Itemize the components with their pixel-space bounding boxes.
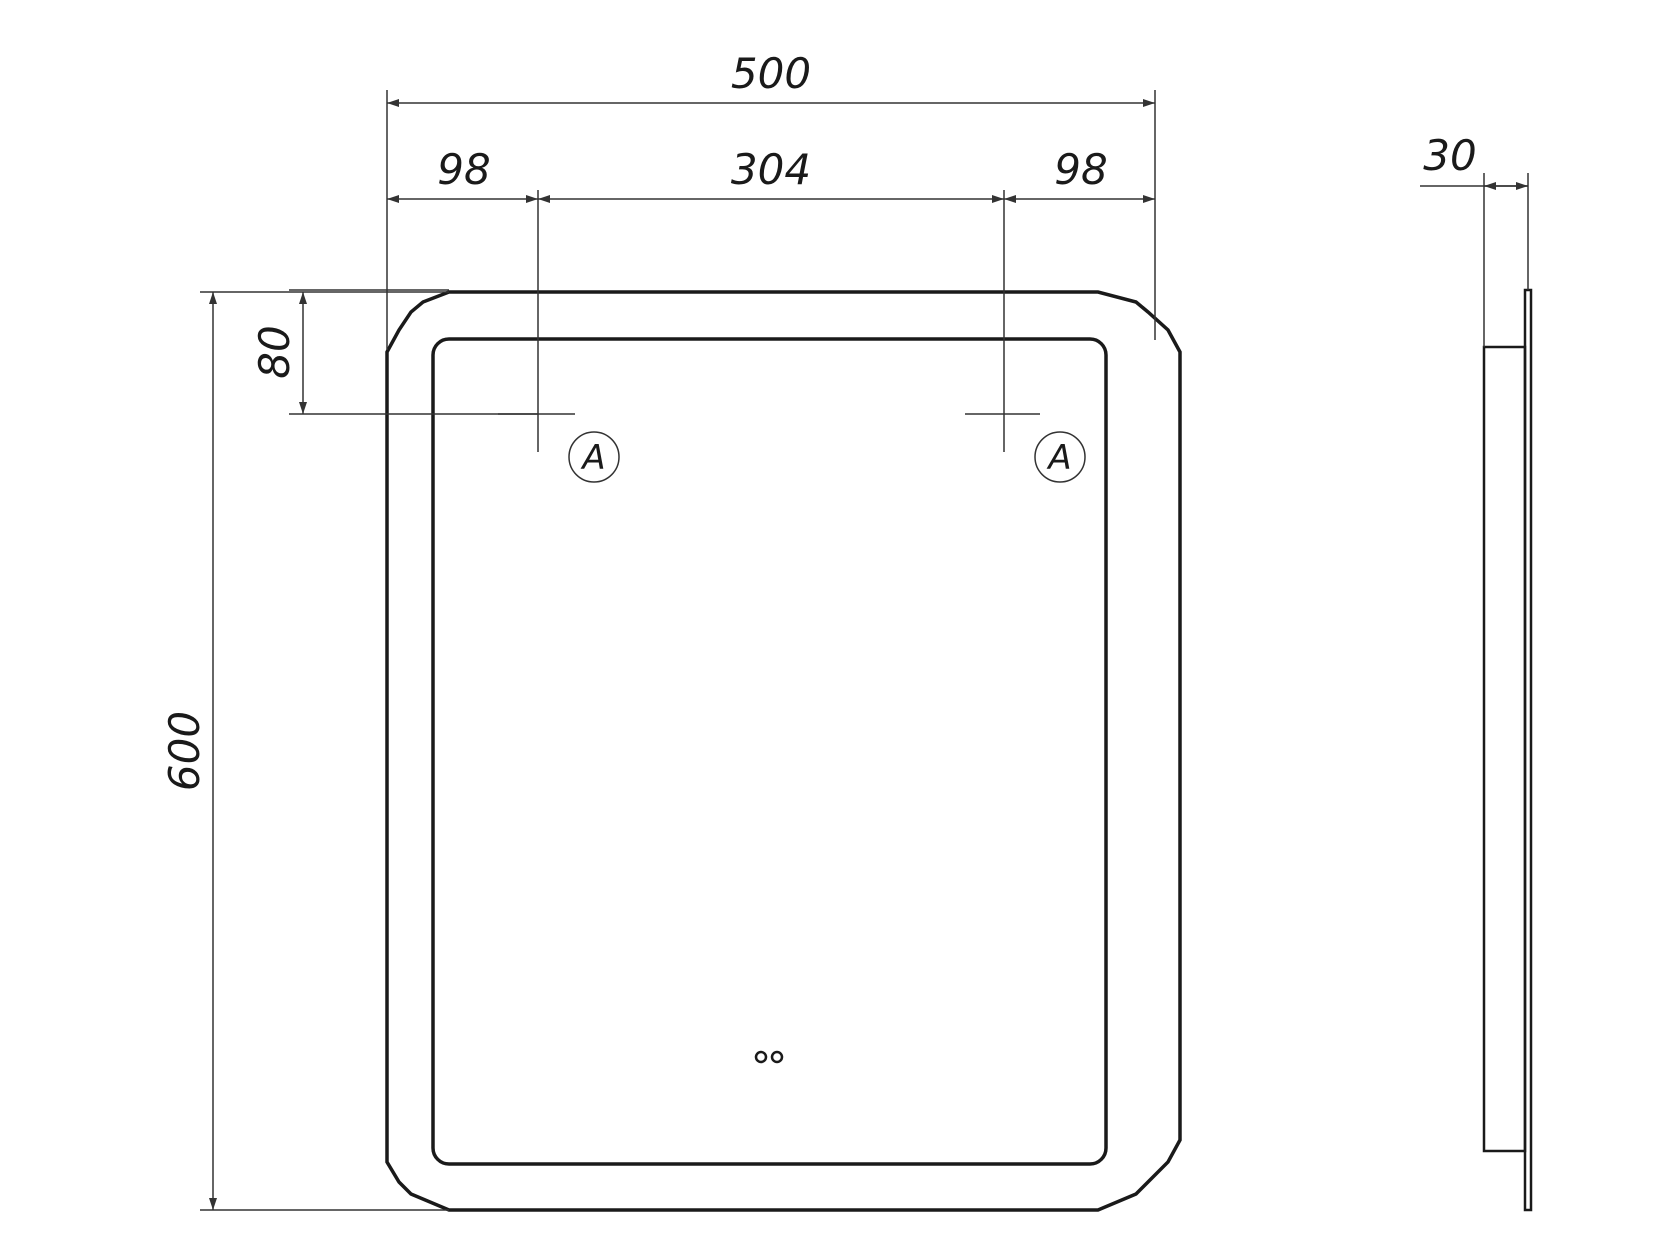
marker-label-left: A (580, 438, 605, 478)
mirror-side-view (1482, 288, 1533, 1212)
dimension-depth: 30 (1420, 131, 1529, 347)
dim-label-overall-height: 600 (160, 711, 209, 791)
marker-label-right: A (1046, 438, 1071, 478)
dim-label-left-offset: 98 (437, 145, 490, 194)
marker-circle-left (568, 431, 620, 483)
marker-circle-right (1034, 431, 1086, 483)
dim-label-hole-height: 80 (250, 325, 299, 378)
dimension-overall-width: 500 (386, 49, 1156, 350)
touch-sensor-dot-left (754, 1050, 768, 1064)
dimension-overall-height: 600 (160, 291, 449, 1211)
mirror-outer-outline (385, 290, 1182, 1212)
mirror-inner-led-frame (431, 337, 1108, 1166)
dim-label-depth: 30 (1423, 131, 1476, 180)
dimension-hole-chain: 98 304 98 (387, 145, 1155, 203)
touch-sensor-dot-right (770, 1050, 784, 1064)
dim-label-overall-width: 500 (731, 49, 811, 98)
hole-markers: A A (498, 190, 1086, 483)
dimension-hole-height: 80 (250, 289, 538, 415)
dim-label-right-offset: 98 (1054, 145, 1107, 194)
dim-label-hole-spacing: 304 (731, 145, 811, 194)
side-view-body (1482, 345, 1527, 1153)
mirror-front-view (385, 290, 1182, 1212)
